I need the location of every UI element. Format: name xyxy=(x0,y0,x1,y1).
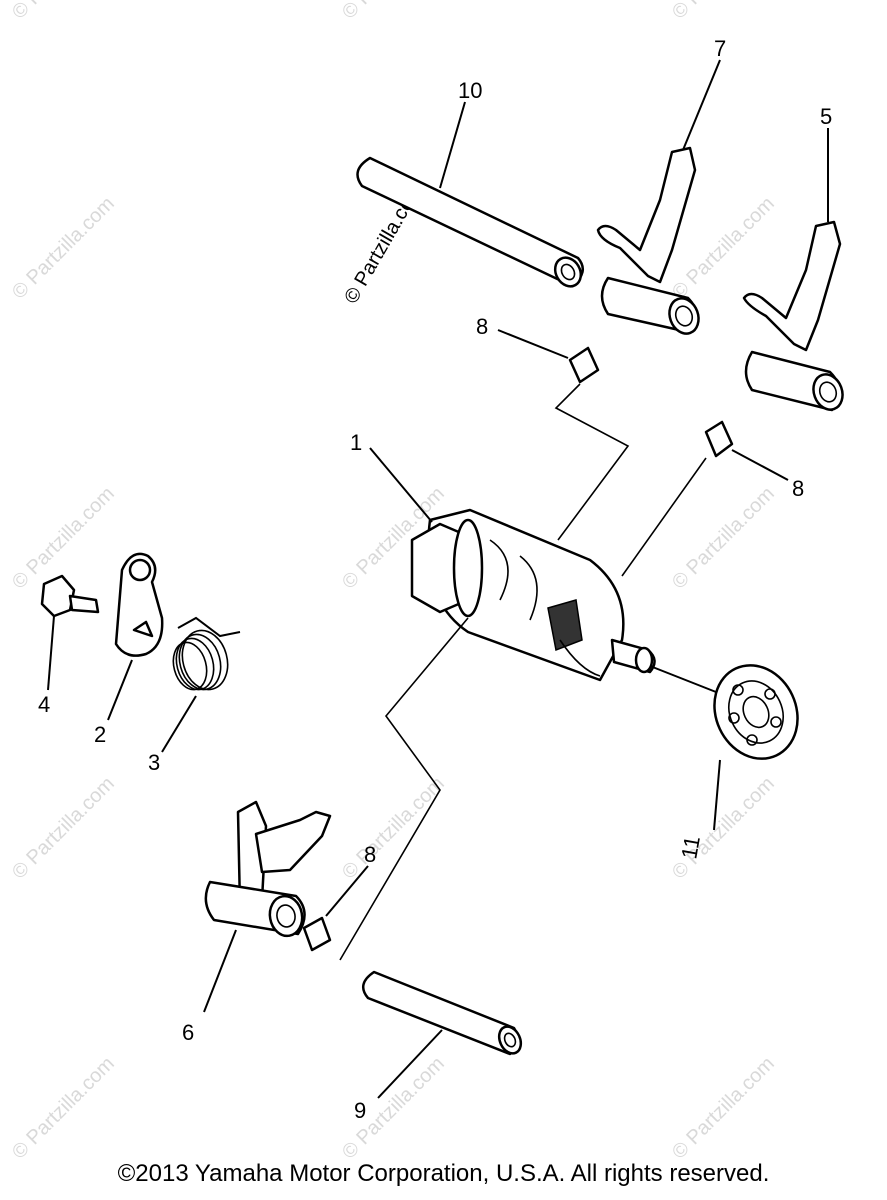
callout-6: 6 xyxy=(182,1020,194,1045)
watermark-text: © Partzilla.com xyxy=(338,0,449,24)
fork-guide-bar-9: 9 xyxy=(354,970,523,1123)
copyright-notice: ©2013 Yamaha Motor Corporation, U.S.A. A… xyxy=(117,1160,770,1187)
watermark-text: © Partzilla.com xyxy=(338,773,449,884)
shift-fork-5: 5 xyxy=(742,104,844,412)
callout-4: 4 xyxy=(38,692,50,717)
watermark-text: © Partzilla.com xyxy=(668,773,779,884)
watermark-text: © Partzilla.com xyxy=(8,0,119,24)
bearing: 11 xyxy=(649,664,799,861)
bolt: 4 xyxy=(38,574,100,717)
callout-7: 7 xyxy=(714,36,726,61)
callout-11: 11 xyxy=(676,834,705,861)
fork-guide-bar-10: 10 xyxy=(356,78,585,288)
torsion-spring: 3 xyxy=(148,616,241,775)
guide-pin-8c: 8 xyxy=(302,842,376,952)
watermark-text: © Partzilla.com xyxy=(668,483,779,594)
shift-fork-6: 6 xyxy=(182,800,332,1045)
watermark-text: © Partzilla.com xyxy=(8,1053,119,1164)
callout-8b: 8 xyxy=(792,476,804,501)
callout-5: 5 xyxy=(820,104,832,129)
shift-fork-7: 7 xyxy=(596,36,726,335)
watermark-text: © Partzilla.com xyxy=(668,0,779,24)
callout-2: 2 xyxy=(94,722,106,747)
callout-10: 10 xyxy=(458,78,482,103)
leader-drum-to-fork6 xyxy=(339,617,469,961)
callout-1: 1 xyxy=(350,430,362,455)
shift-drum: 1 xyxy=(350,430,656,682)
watermark-text: © Partzilla.com xyxy=(8,193,119,304)
callout-9: 9 xyxy=(354,1098,366,1123)
stopper-lever: 2 xyxy=(94,552,164,747)
guide-pin-8b: 8 xyxy=(621,420,804,577)
watermark-text: © Partzilla.com xyxy=(668,1053,779,1164)
callout-8a: 8 xyxy=(476,314,488,339)
guide-pin-8a: 8 xyxy=(476,314,630,541)
callout-8c: 8 xyxy=(364,842,376,867)
watermark-text: © Partzilla.com xyxy=(8,773,119,884)
callout-3: 3 xyxy=(148,750,160,775)
